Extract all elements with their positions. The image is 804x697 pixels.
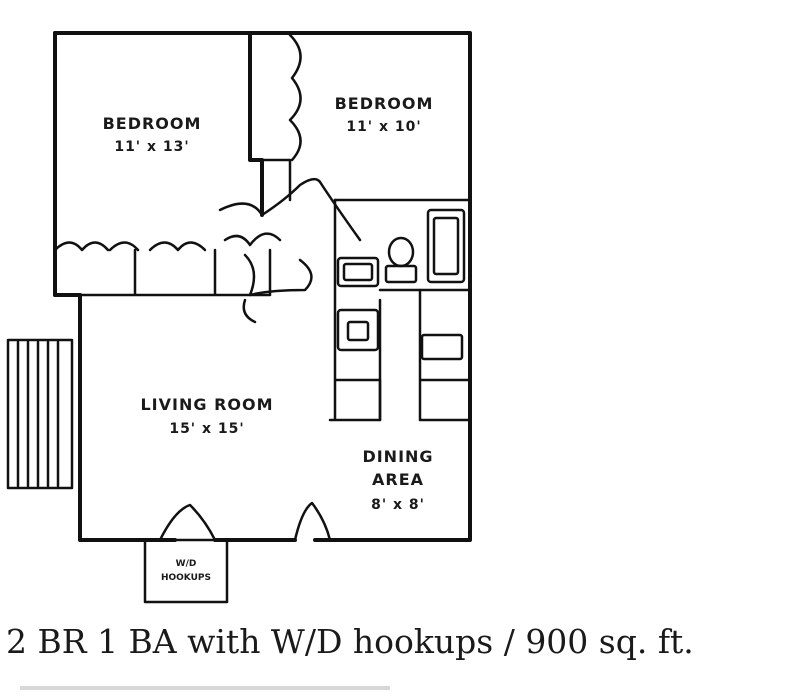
bedroom-right-name: BEDROOM <box>335 94 434 113</box>
floor-plan-caption: 2 BR 1 BA with W/D hookups / 900 sq. ft. <box>6 622 694 661</box>
wd-closet <box>143 538 229 604</box>
wd-label-1: W/D <box>176 559 197 569</box>
wd-label-2: HOOKUPS <box>161 573 211 583</box>
dining-name-2: AREA <box>372 470 424 489</box>
door-swings <box>53 33 362 542</box>
bedroom-left-name: BEDROOM <box>103 114 202 133</box>
caption-divider <box>20 686 390 690</box>
bedroom-left-size: 11' x 13' <box>114 139 189 155</box>
dining-size: 8' x 8' <box>371 497 425 513</box>
dining-name: DINING <box>362 447 433 466</box>
interior-walls <box>53 31 472 422</box>
living-room-size: 15' x 15' <box>169 421 244 437</box>
bedroom-right-size: 11' x 10' <box>346 119 421 135</box>
living-room-name: LIVING ROOM <box>140 395 273 414</box>
kitchen-fixtures <box>336 208 466 361</box>
patio-deck <box>6 338 74 490</box>
